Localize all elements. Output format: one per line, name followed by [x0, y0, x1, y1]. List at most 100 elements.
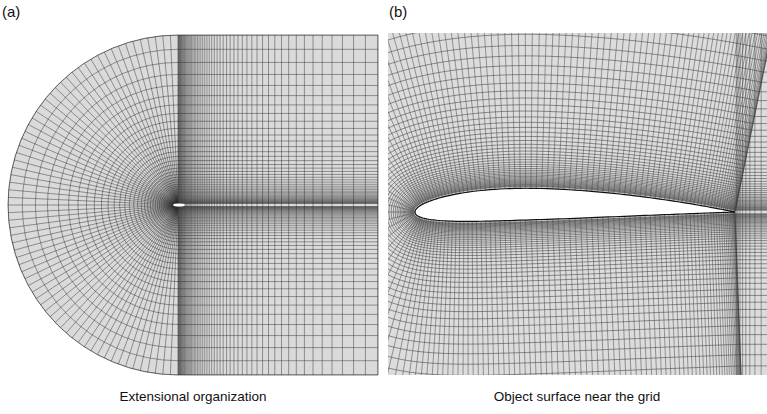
grid-line: [199, 33, 200, 377]
grid-line: [262, 33, 263, 377]
grid-line: [138, 165, 378, 246]
grid-line: [388, 33, 423, 204]
grid-line: [736, 33, 737, 375]
grid-line: [388, 148, 767, 262]
grid-line: [304, 33, 305, 377]
grid-line: [388, 83, 767, 327]
grid-line: [168, 195, 378, 215]
grid-line: [388, 56, 767, 354]
grid-line: [506, 33, 515, 188]
grid-line: [388, 218, 425, 375]
grid-line: [226, 33, 227, 377]
grid-line: [531, 33, 535, 188]
grid-line: [395, 220, 436, 375]
grid-line: [147, 33, 178, 203]
grid-line: [211, 33, 212, 377]
grid-line: [214, 33, 215, 377]
grid-line: [564, 33, 587, 189]
grid-line: [6, 174, 176, 205]
grid-line: [749, 33, 750, 375]
grid-line: [388, 218, 423, 375]
grid-line: [745, 33, 746, 375]
grid-line: [388, 33, 439, 198]
grid-line: [417, 33, 472, 192]
grid-line: [742, 33, 743, 375]
panel-caption: Object surface near the grid: [494, 389, 661, 405]
grid-line: [388, 36, 415, 211]
grid-line: [173, 200, 378, 211]
grid-line: [388, 151, 767, 258]
grid-line: [547, 33, 562, 189]
grid-line: [155, 182, 378, 228]
grid-line: [52, 84, 177, 204]
grid-line: [388, 33, 417, 209]
grid-line: [117, 41, 178, 203]
grid-line: [4, 189, 176, 205]
grid-line: [388, 136, 767, 273]
grid-line: [200, 33, 201, 377]
grid-line: [14, 144, 176, 205]
grid-line: [388, 220, 434, 375]
grid-line: [167, 194, 378, 216]
grid-line: [388, 144, 767, 265]
grid-line: [28, 115, 177, 204]
grid-line: [388, 116, 415, 211]
c-grid-far-field: [3, 30, 378, 380]
grid-line: [388, 33, 417, 208]
grid-line: [655, 33, 712, 198]
grid-line: [388, 216, 418, 375]
grid-line: [645, 215, 662, 375]
grid-line: [162, 207, 178, 379]
grid-line: [408, 181, 767, 229]
grid-line: [57, 206, 177, 331]
grid-line: [388, 122, 767, 287]
grid-line: [46, 206, 176, 320]
grid-line: [197, 33, 198, 377]
grid-line: [650, 215, 667, 375]
grid-line: [41, 206, 176, 314]
grid-line: [660, 215, 677, 375]
grid-line: [388, 214, 415, 375]
grid-line: [274, 33, 275, 377]
grid-line: [467, 221, 468, 375]
grid-line: [75, 63, 177, 203]
grid-line: [402, 175, 767, 235]
grid-lines: [3, 30, 378, 380]
grid-line: [246, 33, 247, 377]
grid-line: [204, 33, 205, 377]
grid-line: [388, 33, 418, 207]
grid-line: [189, 33, 190, 377]
grid-line: [353, 33, 354, 377]
grid-line: [186, 33, 187, 377]
grid-line: [378, 33, 379, 377]
grid-line: [635, 33, 685, 196]
panel-caption: Extensional organization: [119, 389, 266, 405]
grid-line: [175, 202, 378, 208]
grid-line: [313, 33, 314, 377]
grid-line: [515, 33, 520, 188]
grid-line: [176, 203, 378, 208]
grid-line: [735, 212, 751, 375]
grid-line: [569, 33, 595, 190]
grid-line: [388, 141, 767, 270]
grid-line: [3, 205, 176, 206]
grid-line: [447, 221, 456, 375]
grid-line: [88, 55, 177, 204]
grid-line: [388, 215, 417, 375]
grid-line: [608, 33, 649, 193]
grid-line: [669, 33, 731, 200]
grid-line: [664, 33, 724, 200]
grid-line: [242, 33, 243, 377]
grid-line: [723, 33, 767, 210]
grid-line: [603, 33, 642, 192]
grid-line: [12, 206, 177, 259]
grid-line: [161, 188, 378, 222]
grid-line: [69, 68, 177, 203]
grid-line: [268, 33, 269, 377]
grid-line: [754, 33, 755, 375]
grid-line: [424, 221, 446, 375]
grid-line: [408, 33, 468, 192]
grid-line: [388, 33, 420, 206]
grid-line: [520, 220, 534, 375]
grid-line: [117, 207, 178, 369]
